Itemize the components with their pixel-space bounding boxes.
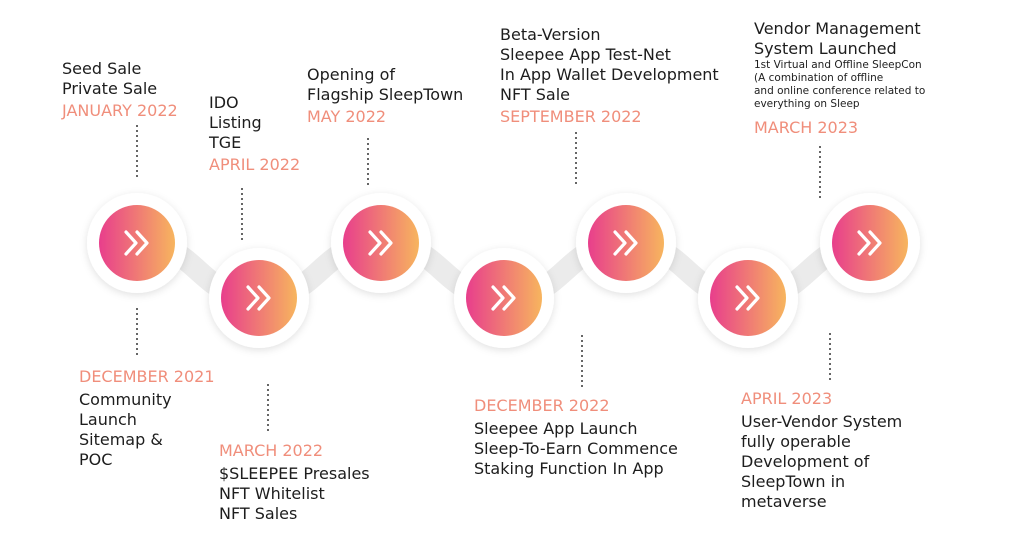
milestone-date: MAY 2022	[307, 107, 387, 126]
milestone-text: Sitemap &	[79, 430, 163, 449]
milestone-date: MARCH 2023	[754, 118, 859, 137]
milestone-note: everything on Sleep	[754, 98, 860, 110]
milestone-text: Development of	[741, 452, 870, 471]
milestone-text: Launch	[79, 410, 137, 429]
milestone-text: In App Wallet Development	[500, 65, 719, 84]
timeline-node	[209, 248, 309, 348]
milestone-app-launch: DECEMBER 2022 Sleepee App Launch Sleep-T…	[474, 395, 678, 479]
double-chevron-right-icon	[857, 230, 882, 256]
milestone-ido: IDO Listing TGE APRIL 2022	[209, 93, 300, 176]
milestone-note: (A combination of offline	[754, 72, 884, 84]
milestone-date: DECEMBER 2021	[79, 367, 215, 386]
milestone-presales: MARCH 2022 $SLEEPEE Presales NFT Whiteli…	[219, 440, 370, 524]
milestone-date: DECEMBER 2022	[474, 396, 610, 415]
milestone-text: Seed Sale	[62, 59, 142, 78]
double-chevron-right-icon	[735, 285, 760, 311]
milestone-text: SleepTown in	[741, 472, 846, 491]
double-chevron-right-icon	[246, 285, 271, 311]
timeline-node	[454, 248, 554, 348]
milestone-vendor-management: Vendor Management System Launched 1st Vi…	[754, 19, 925, 139]
double-chevron-right-icon	[613, 230, 638, 256]
milestone-text: NFT Sale	[500, 85, 570, 104]
milestone-text: Community	[79, 390, 172, 409]
milestone-text: Vendor Management	[754, 19, 921, 38]
milestone-text: Private Sale	[62, 79, 158, 98]
milestone-user-vendor: APRIL 2023 User-Vendor System fully oper…	[741, 388, 902, 512]
double-chevron-right-icon	[491, 285, 516, 311]
timeline-node	[331, 193, 431, 293]
milestone-date: APRIL 2023	[741, 389, 833, 408]
timeline-node	[87, 193, 187, 293]
timeline-node	[576, 193, 676, 293]
milestone-seed-sale: Seed Sale Private Sale JANUARY 2022	[62, 59, 178, 122]
milestone-text: NFT Sales	[219, 504, 298, 523]
milestone-text: fully operable	[741, 432, 851, 451]
milestone-text: TGE	[209, 133, 242, 152]
milestone-flagship: Opening of Flagship SleepTown MAY 2022	[307, 65, 463, 128]
milestone-date: JANUARY 2022	[62, 101, 178, 120]
milestone-text: Sleepee App Test-Net	[500, 45, 671, 64]
milestone-text: System Launched	[754, 39, 897, 58]
milestone-text: Sleepee App Launch	[474, 419, 638, 438]
milestone-text: NFT Whitelist	[219, 484, 325, 503]
milestone-date: APRIL 2022	[209, 155, 301, 174]
milestone-note: 1st Virtual and Offline SleepCon	[754, 59, 922, 71]
milestone-text: $SLEEPEE Presales	[219, 464, 370, 483]
milestone-note: and online conference related to	[754, 85, 926, 97]
timeline-node	[820, 193, 920, 293]
double-chevron-right-icon	[368, 230, 393, 256]
milestone-text: Listing	[209, 113, 262, 132]
milestone-date: MARCH 2022	[219, 441, 324, 460]
milestone-text: metaverse	[741, 492, 827, 511]
double-chevron-right-icon	[124, 230, 149, 256]
milestone-text: User-Vendor System	[741, 412, 903, 431]
milestone-text: POC	[79, 450, 113, 469]
timeline-node	[698, 248, 798, 348]
milestone-text: Staking Function In App	[474, 459, 664, 478]
milestone-text: Sleep-To-Earn Commence	[474, 439, 678, 458]
milestone-date: SEPTEMBER 2022	[500, 107, 642, 126]
milestone-beta-version: Beta-Version Sleepee App Test-Net In App…	[500, 25, 719, 128]
milestone-text: Opening of	[307, 65, 395, 84]
milestone-text: IDO	[209, 93, 239, 112]
milestone-community-launch: DECEMBER 2021 Community Launch Sitemap &…	[79, 366, 215, 470]
milestone-text: Beta-Version	[500, 25, 601, 44]
milestone-text: Flagship SleepTown	[307, 85, 464, 104]
